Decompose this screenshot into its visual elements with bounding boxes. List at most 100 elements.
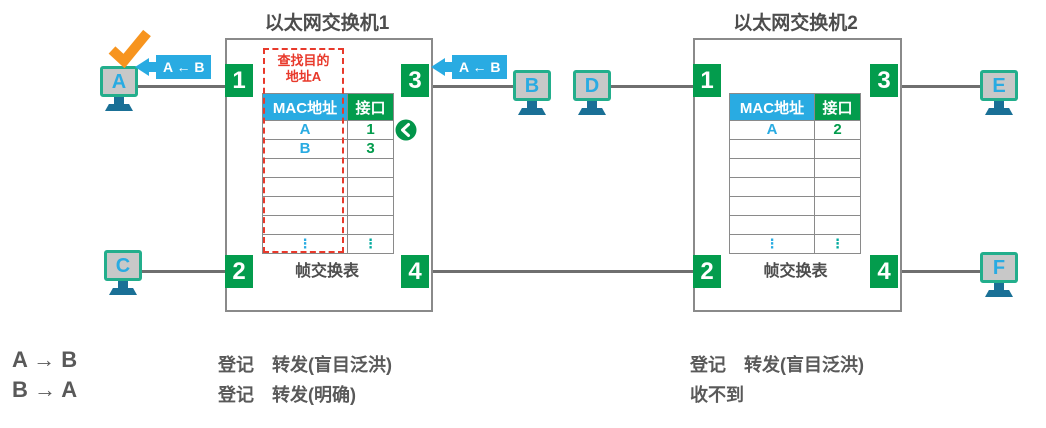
host-a-stand [114, 97, 124, 104]
left-arrow-tail [149, 62, 156, 72]
switch2-table-header-port: 接口 [814, 93, 861, 121]
table-row [729, 158, 861, 178]
connection-line-hostD-sw2port1 [610, 85, 694, 88]
host-f-screen: F [980, 252, 1018, 283]
mac-cell [262, 215, 348, 235]
port-cell [347, 158, 394, 178]
table-row-ellipsis: ⋮ ⋮ [729, 234, 861, 254]
switch2-port-4: 4 [870, 255, 898, 288]
mac-cell [262, 177, 348, 197]
switch1-port-4: 4 [401, 255, 429, 288]
table-row [262, 215, 394, 235]
switch2-port-2: 2 [693, 255, 721, 288]
frame-label-right-text: A ← B [452, 55, 508, 79]
mac-cell [729, 139, 815, 159]
host-c: C [104, 250, 142, 295]
checkmark-icon [108, 29, 151, 68]
connection-line-sw2port3-hostE [896, 85, 981, 88]
frame-label-left-text: A ← B [156, 55, 212, 79]
port-cell: 2 [814, 120, 861, 140]
mac-cell-ellipsis: ⋮ [262, 234, 348, 254]
host-b-base [518, 108, 546, 115]
host-a-label: A [111, 70, 127, 93]
table-row: A 1 [262, 120, 394, 140]
host-d-stand [587, 101, 597, 108]
switch2-port-3: 3 [870, 64, 898, 97]
switch1-port-1: 1 [225, 64, 253, 97]
host-e-base [985, 108, 1013, 115]
host-e-screen: E [980, 70, 1018, 101]
switch2-table-caption: 帧交换表 [763, 263, 828, 280]
host-f-base [985, 290, 1013, 297]
table-row [729, 196, 861, 216]
mac-cell [729, 177, 815, 197]
host-a: A [100, 66, 138, 111]
left-arrow-icon [135, 58, 149, 76]
switch1-table-header-mac: MAC地址 [262, 93, 348, 121]
switch1-table-caption: 帧交换表 [294, 263, 359, 280]
host-e-label: E [992, 74, 1006, 97]
port-cell [814, 196, 861, 216]
left-arrow-tail [445, 62, 452, 72]
switch2-result-1: 登记 转发(盲目泛洪) [690, 355, 864, 375]
switch2-table-header-mac: MAC地址 [729, 93, 815, 121]
host-b-label: B [524, 74, 540, 97]
host-d-screen: D [573, 70, 611, 101]
frame-label-left: A ← B [135, 55, 212, 79]
host-c-screen: C [104, 250, 142, 281]
left-arrow-icon [431, 58, 445, 76]
port-cell: 3 [347, 139, 394, 159]
port-cell [347, 196, 394, 216]
table-row [729, 215, 861, 235]
host-f: F [980, 252, 1018, 297]
table-row: A 2 [729, 120, 861, 140]
port-cell-ellipsis: ⋮ [347, 234, 394, 254]
host-b-screen: B [513, 70, 551, 101]
table-row [262, 196, 394, 216]
port-cell [347, 215, 394, 235]
flow-annotation-1: A → B [12, 347, 78, 372]
host-c-stand [118, 281, 128, 288]
mac-cell [729, 196, 815, 216]
switch1-table-header-port: 接口 [347, 93, 394, 121]
lookup-note-line2: 地址A [285, 69, 322, 84]
host-c-base [109, 288, 137, 295]
switch2-result-2: 收不到 [690, 385, 744, 405]
port-cell [814, 139, 861, 159]
table-row: B 3 [262, 139, 394, 159]
mac-cell: B [262, 139, 348, 159]
mac-cell [262, 196, 348, 216]
port-cell [347, 177, 394, 197]
host-c-label: C [115, 254, 131, 277]
host-e: E [980, 70, 1018, 115]
connection-line-hostC-port2 [140, 270, 226, 273]
mac-cell [729, 158, 815, 178]
mac-cell: A [262, 120, 348, 140]
mac-cell [729, 215, 815, 235]
host-e-stand [994, 101, 1004, 108]
back-chevron-icon [395, 119, 417, 141]
host-d-label: D [584, 74, 600, 97]
port-cell [814, 215, 861, 235]
connection-line-hostA-port1 [136, 85, 226, 88]
connection-line-sw2port4-hostF [896, 270, 981, 273]
table-row [262, 158, 394, 178]
host-d-base [578, 108, 606, 115]
mac-cell [262, 158, 348, 178]
table-row [262, 177, 394, 197]
switch2-port-1: 1 [693, 64, 721, 97]
port-cell: 1 [347, 120, 394, 140]
connection-line-sw1port4-sw2port2 [428, 270, 694, 273]
host-f-stand [994, 283, 1004, 290]
switch1-result-2: 登记 转发(明确) [218, 385, 356, 405]
lookup-note-line1: 查找目的 [277, 53, 330, 68]
switch1-title: 以太网交换机1 [264, 13, 390, 34]
switch2-mac-table: MAC地址 接口 A 2 [729, 93, 861, 254]
host-a-base [105, 104, 133, 111]
host-f-label: F [992, 256, 1006, 279]
port-cell-ellipsis: ⋮ [814, 234, 861, 254]
table-row [729, 139, 861, 159]
mac-cell: A [729, 120, 815, 140]
switch1-result-1: 登记 转发(盲目泛洪) [218, 355, 392, 375]
